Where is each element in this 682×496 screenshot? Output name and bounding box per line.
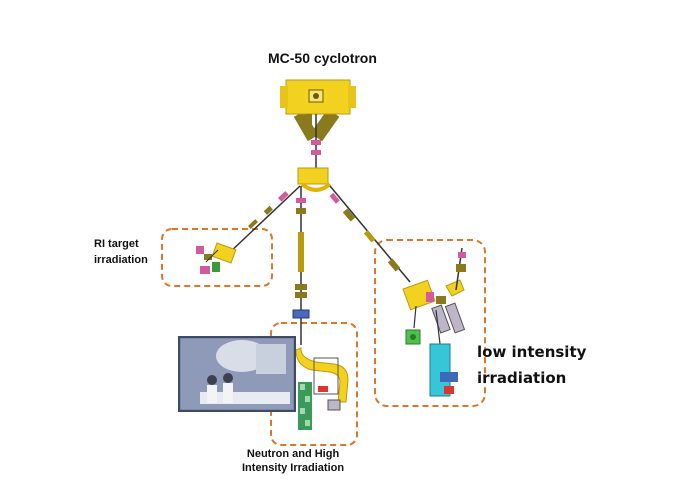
ri-target-station <box>196 242 237 274</box>
low-intensity-label-line2: irradiation <box>477 369 567 387</box>
low-intensity-station <box>402 247 466 397</box>
neutron-label-line2: Intensity Irradiation <box>242 462 345 474</box>
ri-target-label-line2: irradiation <box>94 254 148 266</box>
ri-target-label-line1: RI target <box>94 238 139 250</box>
cyclotron <box>280 79 356 142</box>
treatment-room-photo <box>178 336 296 412</box>
switching-magnet <box>297 167 332 192</box>
low-intensity-label: low intensity irradiation <box>477 339 586 391</box>
diagram-title: MC-50 cyclotron <box>268 50 377 66</box>
neutron-label-line1: Neutron and High <box>246 448 340 460</box>
low-intensity-region-box <box>374 239 486 407</box>
neutron-station <box>295 347 349 430</box>
neutron-label: Neutron and High Intensity Irradiation <box>242 447 344 475</box>
beam-line-left <box>227 185 301 255</box>
low-intensity-label-line1: low intensity <box>477 343 587 361</box>
ri-target-label: RI target irradiation <box>94 236 148 268</box>
quadrupole-magnet <box>311 140 321 155</box>
ri-target-region-box <box>161 228 273 287</box>
